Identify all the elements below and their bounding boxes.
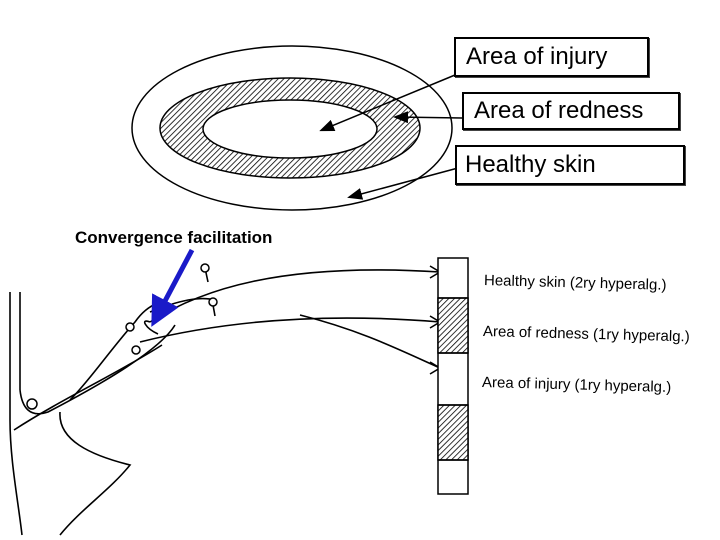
redness-pointer-arrow — [393, 111, 463, 124]
healthy-pointer-arrow — [347, 167, 459, 200]
afferent-fibres — [139, 265, 442, 375]
neuron-soma-b — [131, 345, 141, 355]
ganglion-cell-2 — [208, 297, 218, 307]
convergence-arrow — [151, 248, 195, 327]
spinal-cord-outline — [9, 292, 176, 536]
strip-injury-segment — [437, 404, 469, 461]
injury-pointer-arrow — [319, 74, 456, 132]
convergence-facilitation-label: Convergence facilitation — [75, 228, 273, 247]
strip-redness-segment — [437, 297, 469, 354]
neuron-soma-left — [26, 398, 38, 410]
label-healthy-skin: Healthy skin — [455, 145, 685, 185]
label-area-of-redness: Area of redness — [462, 92, 680, 130]
skin-strip — [437, 257, 469, 495]
neuron-soma-a — [125, 322, 135, 332]
injury-area-ellipse — [202, 99, 378, 159]
label-area-of-injury: Area of injury — [454, 37, 649, 77]
ganglion-cell-1 — [200, 263, 210, 273]
